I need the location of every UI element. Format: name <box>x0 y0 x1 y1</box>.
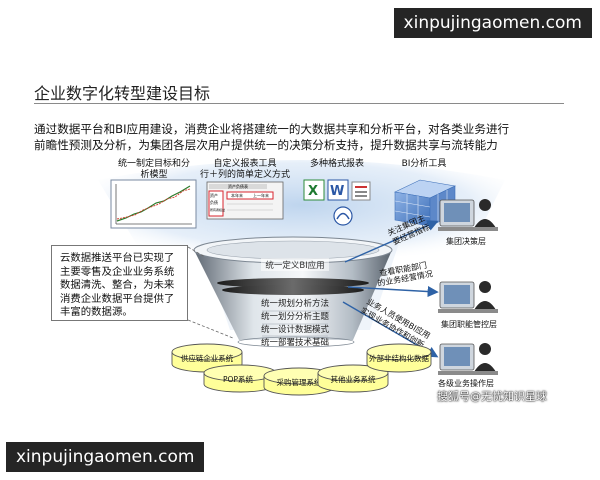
funnel-layer-1: 统一定义BI应用 <box>265 260 324 271</box>
funnel-layer-3: 统一划分分析主题 <box>261 311 330 322</box>
connector-left-top <box>187 246 206 258</box>
source-3-label: 采购管理系统 <box>277 377 322 387</box>
source-1-label: 供应链企业系统 <box>181 353 234 363</box>
tool-3-label: 多种格式报表 <box>310 157 364 169</box>
data-platform-note: 云数据推送平台已实现了 主要零售及企业业务系统 数据清洗、整合，为未来 消费企业… <box>51 245 188 321</box>
arrow-to-functional <box>347 285 439 298</box>
note-line-1: 云数据推送平台已实现了 <box>60 252 175 264</box>
tool-4-label: BI分析工具 <box>402 157 447 169</box>
functional-user-icon <box>438 281 498 313</box>
custom-report-icon: 资产负债表 资产 负债 所有者权益 本年末 上一年末 <box>206 181 284 220</box>
note-line-2: 主要零售及企业业务系统 <box>60 265 175 278</box>
operations-user-icon <box>438 343 498 375</box>
watermark-bottom: xinpujingaomen.com <box>6 442 205 472</box>
note-line-4: 消费企业数据平台提供了 <box>60 292 175 305</box>
user-level-3: 各级业务操作层 <box>438 378 494 388</box>
page-title: 企业数字化转型建设目标 <box>34 84 211 103</box>
tool-2-label-line2: 行＋列的简单定义方式 <box>200 168 290 180</box>
svg-text:X: X <box>308 184 318 199</box>
intro-paragraph: 通过数据平台和BI应用建设，消费企业将搭建统一的大数据共享和分析平台，对各类业务… <box>34 121 564 153</box>
funnel-layer-4: 统一设计数据模式 <box>261 324 330 335</box>
intro-line-2: 前瞻性预测及分析，为集团各层次用户提供统一的决策分析支持，提升数据共享与流转能力 <box>34 138 498 152</box>
office-formats-icon: X W <box>303 179 371 226</box>
source-2-label: POP系统 <box>223 374 253 384</box>
source-cylinder-4 <box>317 364 389 393</box>
connector-left-bottom <box>187 319 234 339</box>
svg-text:W: W <box>330 184 344 199</box>
glow-background <box>98 160 505 260</box>
title-divider <box>34 103 564 104</box>
decision-user-icon <box>438 199 498 231</box>
intro-line-1: 通过数据平台和BI应用建设，消费企业将搭建统一的大数据共享和分析平台，对各类业务… <box>34 122 510 136</box>
mini-report-title: 资产负债表 <box>228 183 248 189</box>
funnel-disc-1 <box>217 278 369 288</box>
source-4-label: 其他业务系统 <box>331 374 376 384</box>
note-line-3: 数据清洗、整合，为未来 <box>60 279 175 292</box>
funnel-disc-2 <box>222 285 364 295</box>
arrow-to-decision <box>344 220 439 263</box>
source-cylinder-5 <box>366 343 432 373</box>
note-line-5: 丰富的数据源。 <box>60 306 133 319</box>
tool-1-label-line1: 统一制定目标和分 <box>118 157 190 169</box>
funnel-layer-2: 统一规划分析方法 <box>261 298 329 309</box>
funnel: 统一定义BI应用 统一规划分析方法 统一划分分析主题 统一设计数据模式 统一部署… <box>193 236 393 348</box>
user-level-2: 集团职能管控层 <box>441 319 497 329</box>
mini-report-col-2: 上一年末 <box>253 192 269 198</box>
trend-chart-icon <box>110 179 197 229</box>
source-cylinder-2 <box>203 364 277 393</box>
mini-report-col-1: 本年末 <box>231 192 243 198</box>
source-credit: 搜狐号@无忧知识星球 <box>437 390 547 403</box>
funnel-layer-5: 统一部署技术基础 <box>261 337 329 348</box>
mini-report-row-1: 资产 <box>210 192 218 198</box>
source-5-label: 外部非结构化数据 <box>369 353 429 363</box>
user-level-1: 集团决策层 <box>446 236 486 246</box>
mini-report-row-2: 负债 <box>210 199 218 205</box>
tool-2-label-line1: 自定义报表工具 <box>213 157 276 169</box>
mini-report-row-3: 所有者权益 <box>210 207 225 212</box>
source-cylinder-3 <box>263 367 335 396</box>
tool-1-label-line2: 析模型 <box>140 168 167 180</box>
watermark-top: xinpujingaomen.com <box>393 8 592 38</box>
